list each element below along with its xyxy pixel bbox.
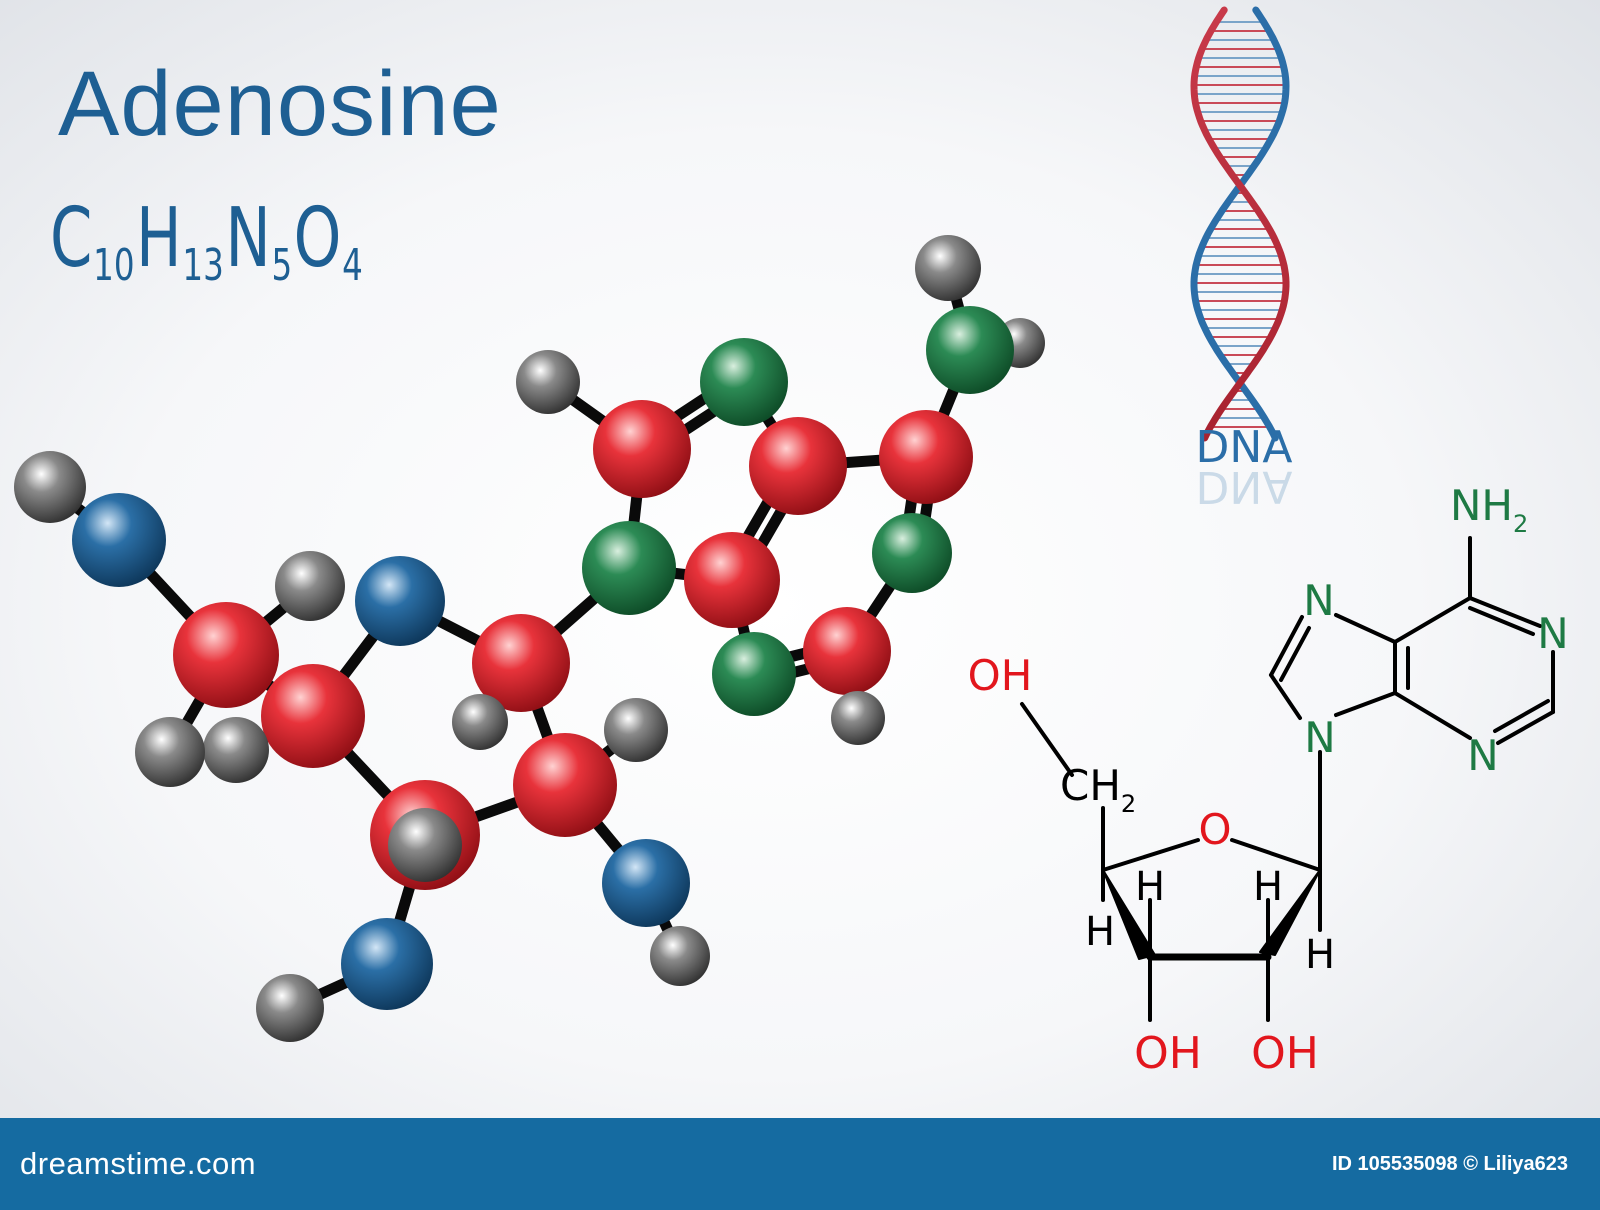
model-atoms bbox=[14, 235, 1045, 1042]
hydrogen-atom-h6 bbox=[135, 717, 205, 787]
hydrogen-atom-h13 bbox=[256, 974, 324, 1042]
oxygen-atom-o2 bbox=[355, 556, 445, 646]
n9-label: N bbox=[1304, 713, 1335, 762]
oxygen-atom-o3 bbox=[602, 839, 690, 927]
ch2-label: CH2 bbox=[1060, 761, 1136, 818]
h-c1-label: H bbox=[1253, 864, 1283, 910]
h-c3-label: H bbox=[1085, 909, 1115, 955]
hydrogen-atom-h4 bbox=[516, 350, 580, 414]
footer-brand[interactable]: dreamstime.com bbox=[20, 1146, 257, 1181]
footer-bar: dreamstime.com ID 105535098 © Liliya623 bbox=[0, 1118, 1600, 1210]
hydrogen-atom-h8 bbox=[452, 694, 508, 750]
formula-h: H bbox=[136, 191, 182, 286]
carbon-atom-c10 bbox=[803, 607, 891, 695]
page-title: Adenosine bbox=[58, 53, 502, 155]
oxygen-atom-o4 bbox=[341, 918, 433, 1010]
formula-bonds bbox=[1020, 536, 1555, 1022]
hydrogen-atom-h10 bbox=[388, 808, 462, 882]
hydrogen-atom-h7 bbox=[203, 717, 269, 783]
ring-oxygen-label: O bbox=[1198, 805, 1231, 854]
formula-c: C bbox=[50, 191, 93, 286]
dna-strand-red bbox=[1190, 6, 1290, 442]
formula-h-count: 13 bbox=[182, 240, 224, 291]
oh-c3-label: OH bbox=[1134, 1028, 1202, 1079]
carbon-atom-c3 bbox=[472, 614, 570, 712]
n7-label: N bbox=[1303, 576, 1334, 625]
formula-o-count: 4 bbox=[342, 240, 363, 291]
hydrogen-atom-h9 bbox=[604, 698, 668, 762]
structural-formula: NH2 N N N N OH CH2 O H H H H OH OH bbox=[968, 481, 1569, 1079]
hydrogen-atom-h12 bbox=[650, 926, 710, 986]
carbon-atom-c1 bbox=[173, 602, 279, 708]
nitrogen-atom-n3 bbox=[582, 521, 676, 615]
formula-n-count: 5 bbox=[271, 240, 293, 291]
nitrogen-atom-n5 bbox=[712, 632, 796, 716]
hydrogen-atom-h1 bbox=[14, 451, 86, 523]
carbon-atom-c7 bbox=[749, 417, 847, 515]
nitrogen-atom-n1 bbox=[926, 306, 1014, 394]
dna-base-pairs bbox=[1194, 21, 1286, 428]
h-c2-label: H bbox=[1305, 932, 1335, 978]
carbon-atom-c9 bbox=[684, 532, 780, 628]
dna-label-reflection: DNA bbox=[1196, 461, 1293, 512]
hydrogen-atom-h5 bbox=[275, 551, 345, 621]
carbon-atom-c4 bbox=[513, 733, 617, 837]
carbon-atom-c2 bbox=[261, 664, 365, 768]
formula-c-count: 10 bbox=[93, 240, 135, 291]
oh-c2-label: OH bbox=[1251, 1028, 1319, 1079]
oh-top-label: OH bbox=[968, 651, 1033, 700]
carbon-atom-c6 bbox=[593, 400, 691, 498]
oxygen-atom-o1 bbox=[72, 493, 166, 587]
hydrogen-atom-h2 bbox=[915, 235, 981, 301]
carbon-atom-c8 bbox=[879, 410, 973, 504]
nh2-label: NH2 bbox=[1450, 481, 1528, 538]
nitrogen-atom-n2 bbox=[700, 338, 788, 426]
dna-helix-icon: DNA DNA bbox=[1190, 6, 1293, 512]
nitrogen-atom-n4 bbox=[872, 513, 952, 593]
n3-label: N bbox=[1467, 731, 1498, 780]
dna-strand-blue bbox=[1190, 6, 1290, 442]
molecular-formula: C10H13N5O4 bbox=[50, 198, 364, 288]
footer-image-id: ID 105535098 © Liliya623 bbox=[1331, 1152, 1568, 1175]
hydrogen-atom-h11 bbox=[831, 691, 885, 745]
dna-label: DNA bbox=[1196, 422, 1293, 473]
h-c4-label: H bbox=[1135, 864, 1165, 910]
n1-label: N bbox=[1537, 609, 1568, 658]
formula-o: O bbox=[293, 191, 342, 286]
formula-n: N bbox=[225, 191, 271, 286]
ball-and-stick-model bbox=[14, 235, 1045, 1042]
